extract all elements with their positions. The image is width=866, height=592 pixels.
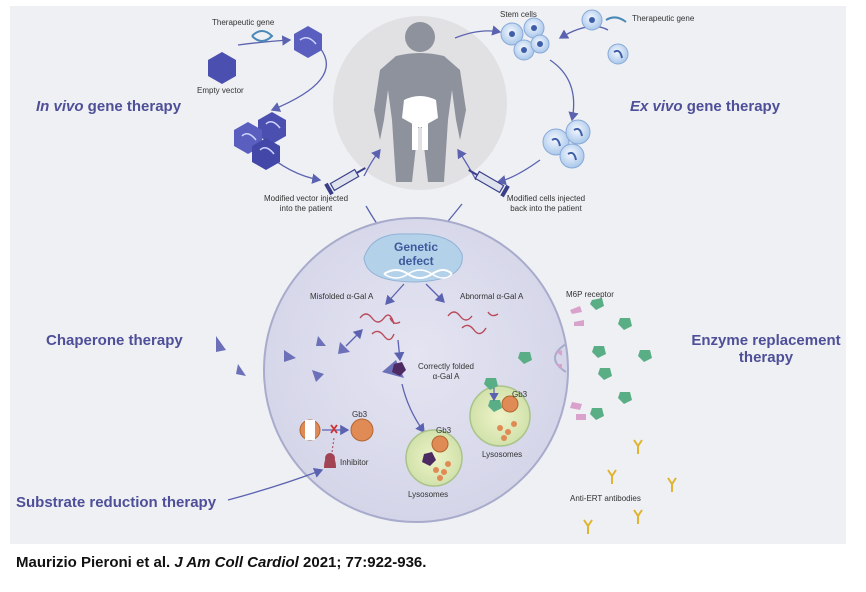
chaperone-molecules-icon xyxy=(216,336,350,382)
m6p-receptor-icon xyxy=(570,306,586,420)
anti-ert-antibodies-label: Anti-ERT antibodies xyxy=(570,494,641,503)
misfolded-label: Misfolded α-Gal A xyxy=(310,292,374,301)
abnormal-protein-icon xyxy=(447,311,499,335)
single-stem-cell-icon xyxy=(581,9,629,65)
gb3-mid-label: Gb3 xyxy=(436,426,452,435)
stem-cells-icon xyxy=(500,17,550,61)
gb3-left-label: Gb3 xyxy=(352,410,368,419)
therapeutic-vector-icon xyxy=(294,26,322,58)
m6p-receptor-label: M6P receptor xyxy=(566,290,614,299)
stem-cells-label: Stem cells xyxy=(500,10,537,19)
correctly-folded-label: Correctly folded α-Gal A xyxy=(417,362,475,381)
empty-vector-label: Empty vector xyxy=(197,86,244,95)
ert-label: Enzyme replacement therapy xyxy=(691,332,841,366)
ex-vivo-label: Ex vivo gene therapy xyxy=(630,98,781,115)
vector-injected-label: Modified vector injected into the patien… xyxy=(263,194,349,213)
substrate-label: Substrate reduction therapy xyxy=(16,494,217,511)
genetic-defect-label: Genetic defect xyxy=(393,240,438,268)
cells-injected-label: Modified cells injected back into the pa… xyxy=(506,194,586,213)
in-vivo-label: In vivo gene therapy xyxy=(36,98,182,115)
lysosomes-mid-label: Lysosomes xyxy=(408,490,449,499)
modified-vectors-icon xyxy=(234,112,286,170)
inhibitor-label: Inhibitor xyxy=(340,458,369,467)
chaperone-label: Chaperone therapy xyxy=(46,332,183,349)
misfolded-protein-icon xyxy=(359,313,401,341)
lysosomes-right-label: Lysosomes xyxy=(482,450,523,459)
human-body-icon xyxy=(374,22,466,182)
therapeutic-gene-right-label: Therapeutic gene xyxy=(632,14,695,23)
folded-enzyme-icon xyxy=(382,360,406,378)
modified-cells-icon xyxy=(542,119,591,169)
syringe-left-icon xyxy=(324,167,366,196)
gene-strand-icon xyxy=(251,30,274,42)
abnormal-label: Abnormal α-Gal A xyxy=(460,292,524,301)
endocytosis-pocket-icon xyxy=(518,343,567,373)
empty-vector-icon xyxy=(208,52,236,84)
cell-body xyxy=(263,217,569,523)
therapeutic-gene-left-label: Therapeutic gene xyxy=(212,18,275,27)
antibody-icon xyxy=(583,439,677,534)
gb3-right-label: Gb3 xyxy=(512,390,528,399)
ert-enzymes-icon xyxy=(590,298,652,420)
gb3-synthesis-icon xyxy=(299,418,374,442)
inhibitor-icon xyxy=(324,437,336,468)
citation: Maurizio Pieroni et al. J Am Coll Cardio… xyxy=(16,554,427,571)
syringe-right-icon xyxy=(468,169,510,198)
